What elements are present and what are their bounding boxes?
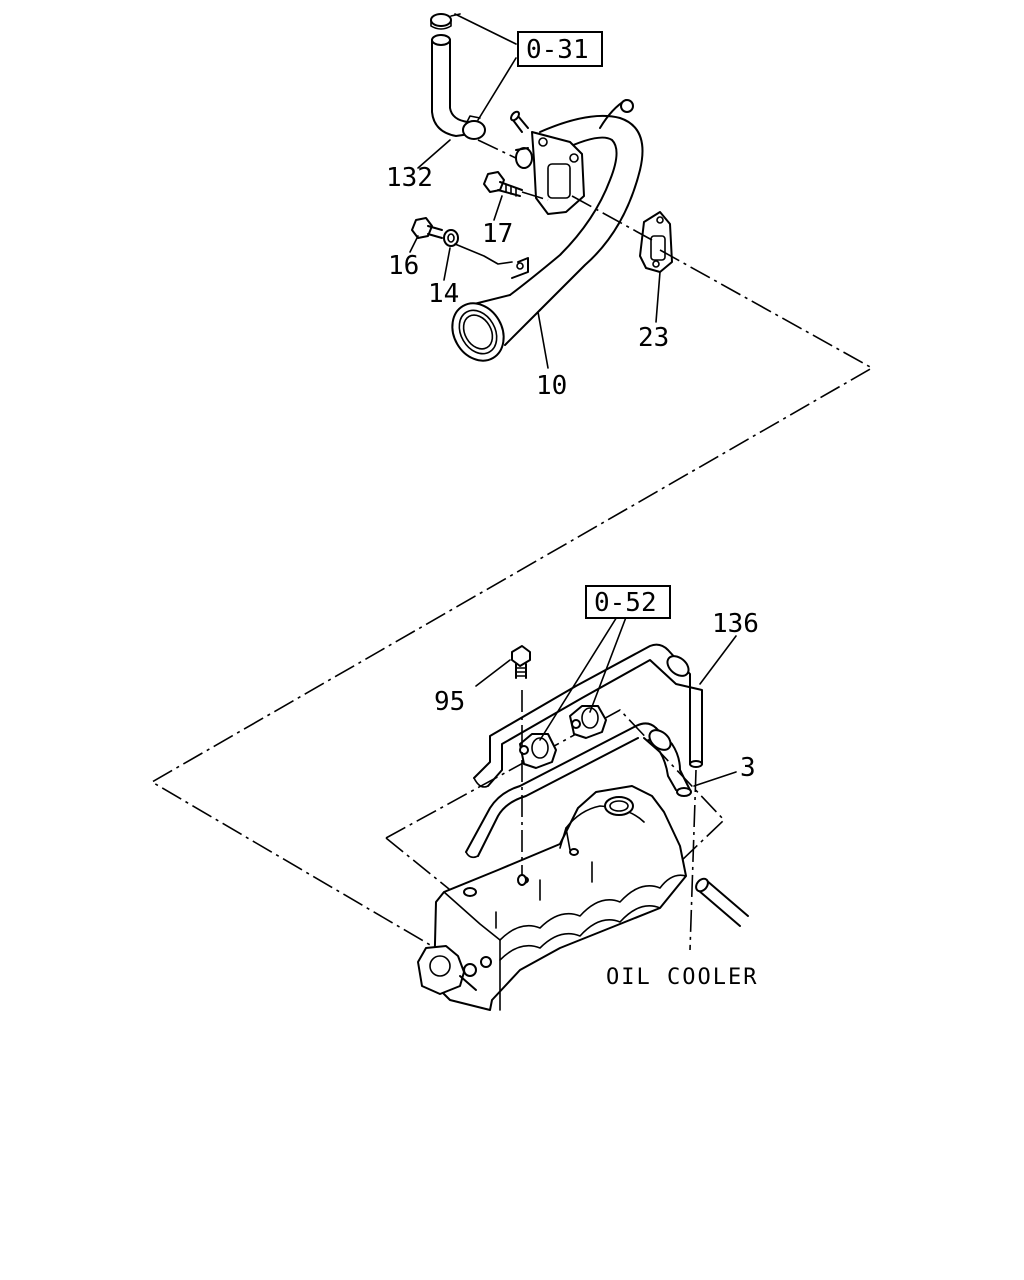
label-136: 136 — [712, 609, 759, 639]
hose-136 — [473, 643, 703, 788]
leader-3 — [693, 771, 737, 787]
bolt-17 — [483, 171, 523, 197]
label-16: 16 — [388, 251, 419, 281]
leader-14 — [443, 247, 451, 281]
label-14: 14 — [428, 279, 459, 309]
leader-95 — [475, 659, 511, 687]
leader-17 — [493, 195, 503, 221]
connection-line — [150, 249, 874, 947]
label-3: 3 — [740, 753, 756, 783]
label-132: 132 — [386, 163, 433, 193]
label-95: 95 — [434, 687, 465, 717]
hose-132 — [430, 13, 471, 137]
hose-3 — [465, 722, 692, 859]
callout-0-52-label: 0-52 — [594, 588, 657, 618]
label-oil-cooler: OIL COOLER — [606, 965, 758, 990]
leader-16 — [409, 235, 419, 253]
leader-136 — [699, 635, 737, 685]
oil-cooler-pipe — [695, 877, 749, 927]
leader-0-31-a — [454, 13, 517, 45]
leader-132 — [417, 139, 451, 169]
clip-right — [569, 705, 607, 739]
label-10: 10 — [536, 371, 567, 401]
label-17: 17 — [482, 219, 513, 249]
rocker-cover — [433, 785, 687, 1011]
hose-clamp — [462, 115, 486, 140]
bolt-16 — [411, 217, 443, 239]
leader-23 — [655, 271, 661, 323]
callout-0-52: 0-52 — [585, 585, 671, 619]
upper-assembly — [409, 13, 673, 369]
water-outlet-pipe-10 — [451, 99, 644, 362]
breather-fitting — [417, 945, 492, 995]
callout-0-31: 0-31 — [517, 31, 603, 67]
leader-0-52-b — [589, 611, 629, 713]
callout-0-31-label: 0-31 — [526, 35, 589, 65]
pipe-flange — [531, 131, 585, 215]
gasket-23 — [639, 211, 673, 273]
lower-assembly — [385, 611, 749, 1011]
bolt-95 — [511, 645, 531, 679]
leader-0-31-b — [477, 57, 517, 121]
leader-10 — [537, 311, 549, 369]
label-23: 23 — [638, 323, 669, 353]
leader-0-52-a — [539, 611, 621, 741]
pipe-nipples — [510, 110, 533, 169]
washer-14 — [443, 229, 459, 247]
clip-left — [519, 733, 557, 769]
